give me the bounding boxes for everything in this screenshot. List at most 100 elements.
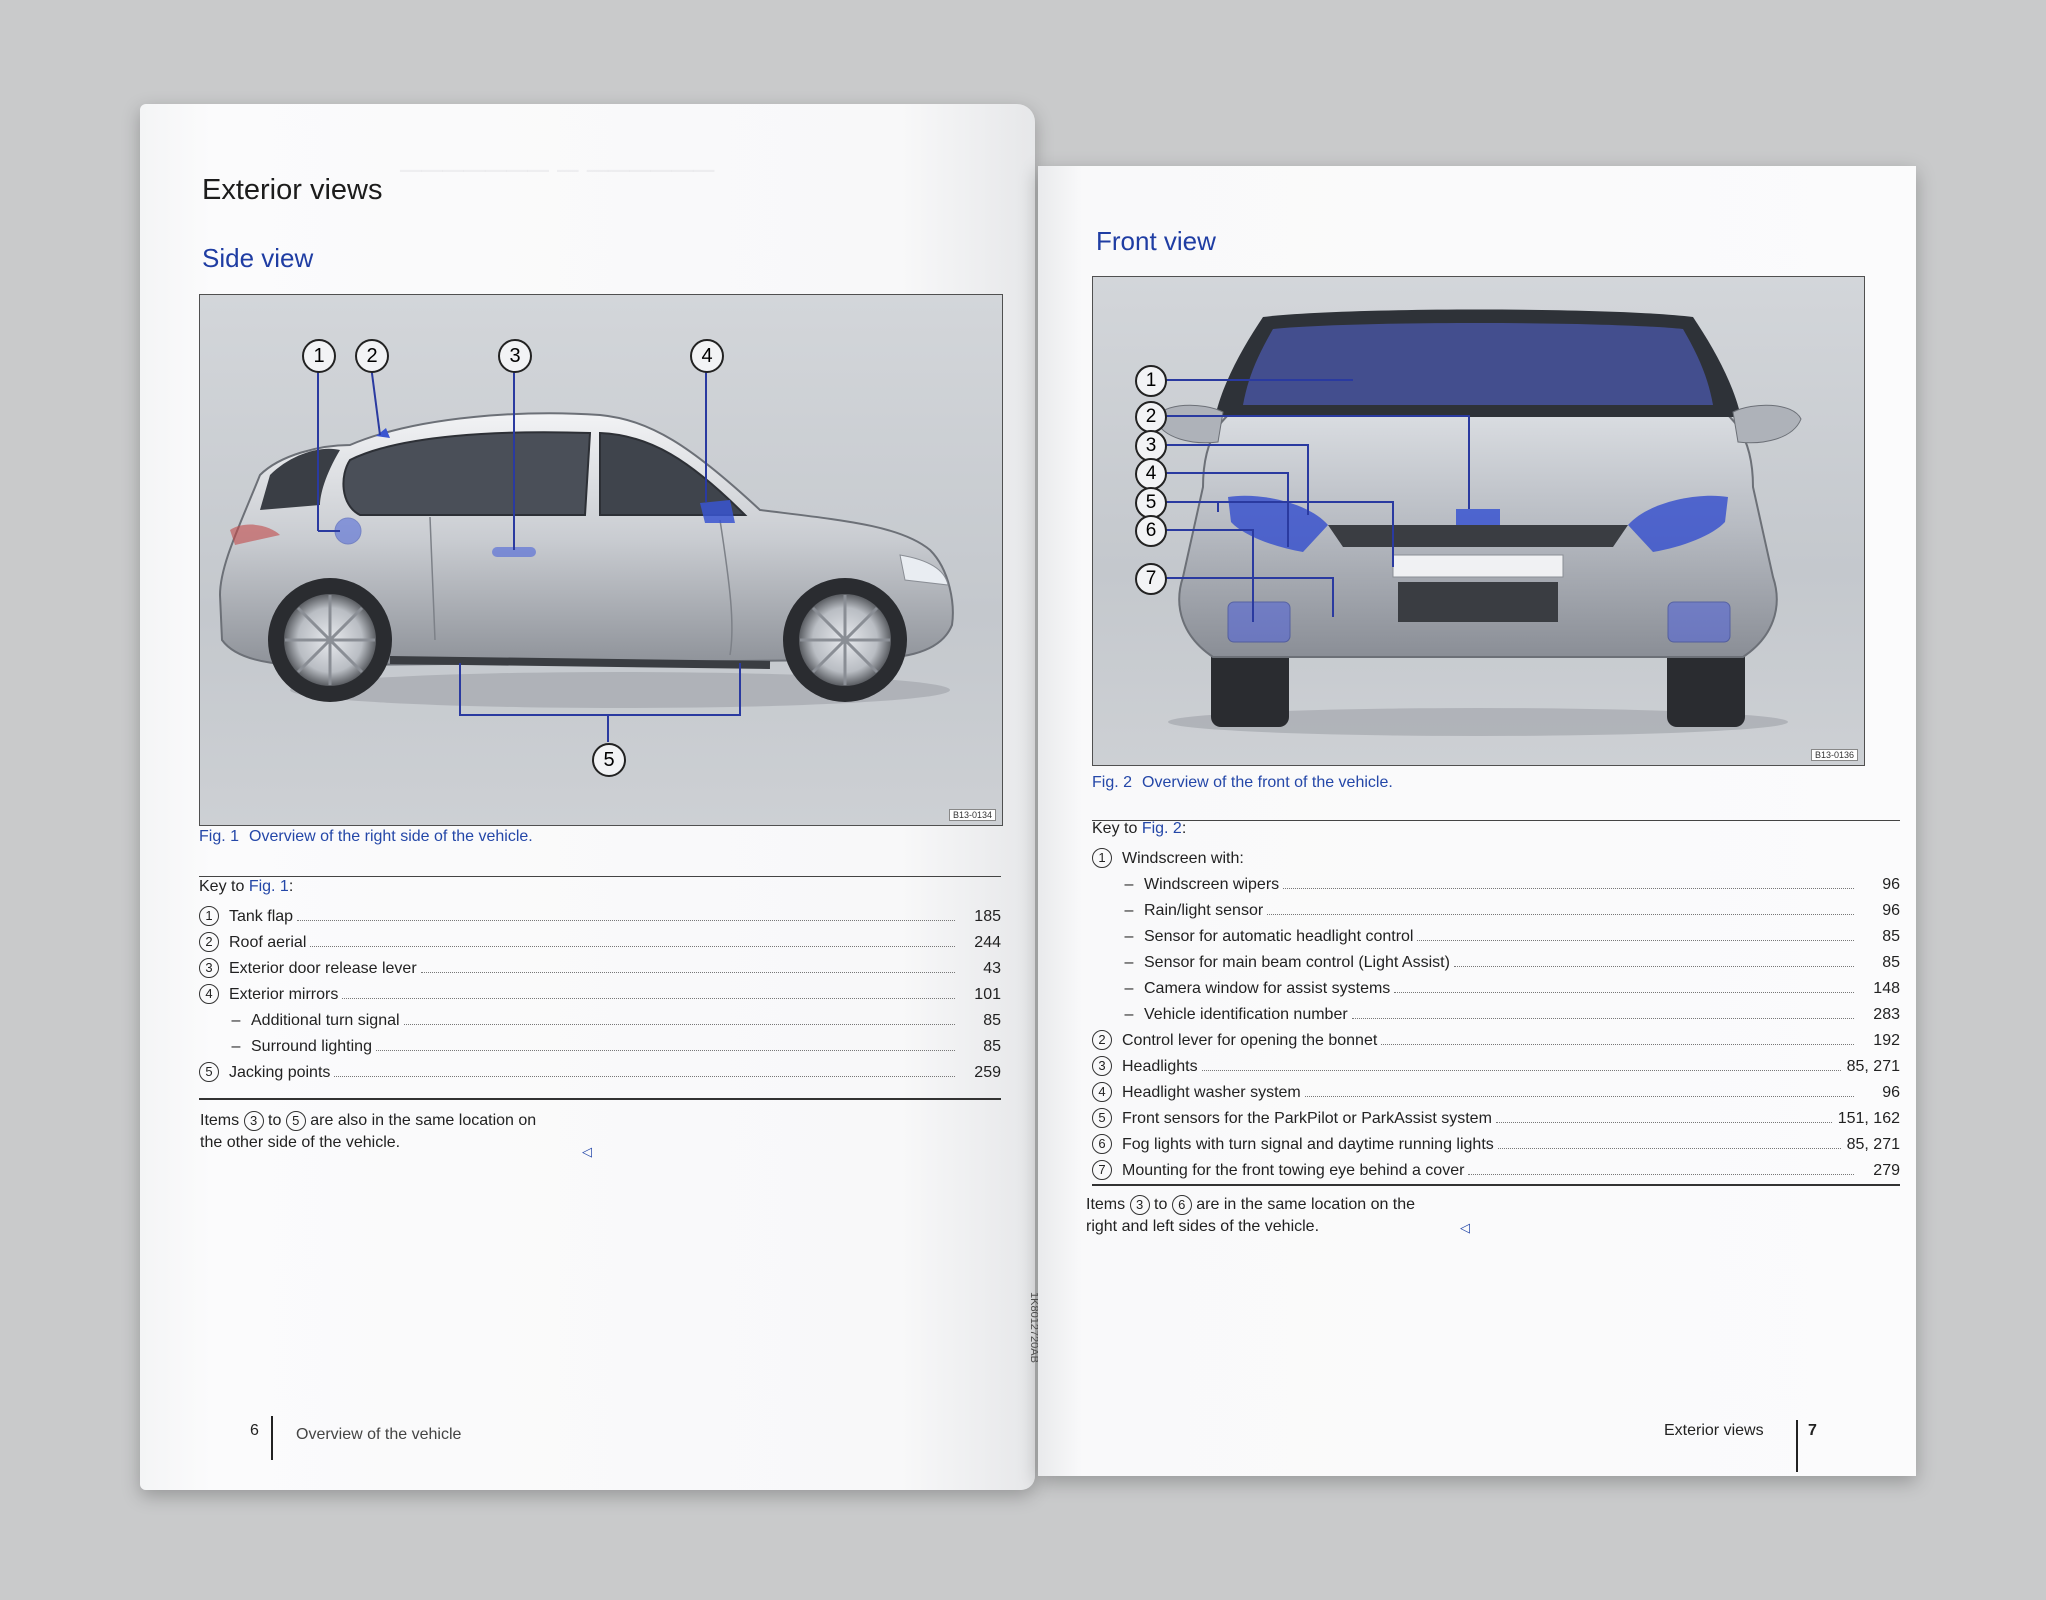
- leader-dots: [1201, 1070, 1841, 1071]
- sub-item-dash: –: [1124, 902, 1134, 919]
- sub-item-dash: –: [1124, 876, 1134, 893]
- key-item-label: Fog lights with turn signal and daytime …: [1122, 1136, 1494, 1153]
- key-ref-link[interactable]: Fig. 2: [1141, 820, 1182, 837]
- key-item-label: Jacking points: [229, 1064, 331, 1081]
- callout-6: 6: [1135, 515, 1167, 547]
- key-item-page[interactable]: 148: [1873, 980, 1900, 997]
- key-item-number: 6: [1092, 1134, 1112, 1154]
- car-side-illustration: [218, 357, 954, 742]
- leader-dots: [297, 920, 955, 921]
- leader-dots: [1468, 1174, 1854, 1175]
- callout-4: 4: [690, 339, 724, 373]
- key-row: –Additional turn signal 85: [199, 1004, 1001, 1030]
- key-row: 1 Windscreen with:: [1092, 842, 1900, 868]
- callout-1: 1: [302, 339, 336, 373]
- key-item-label: Surround lighting: [251, 1038, 372, 1055]
- key-item-page[interactable]: 85: [1882, 928, 1900, 945]
- end-of-section-icon: ◁: [1460, 1220, 1470, 1235]
- key-item-page[interactable]: 259: [974, 1064, 1001, 1081]
- key-item-page[interactable]: 244: [974, 934, 1001, 951]
- key-item-page[interactable]: 96: [1882, 876, 1900, 893]
- sub-item-dash: –: [1124, 954, 1134, 971]
- note-text: are in the same location on the: [1191, 1196, 1416, 1213]
- footer-divider: [271, 1416, 273, 1460]
- note: Items 3 to 6 are in the same location on…: [1086, 1194, 1415, 1238]
- key-item-number: 1: [1092, 848, 1112, 868]
- sub-item-dash: –: [231, 1012, 241, 1029]
- callout-7: 7: [1135, 563, 1167, 595]
- car-front-illustration: [1154, 309, 1802, 736]
- note-text: are also in the same location on: [305, 1112, 537, 1129]
- note-text: Items: [200, 1112, 244, 1129]
- sub-item-dash: –: [1124, 928, 1134, 945]
- end-of-section-icon: ◁: [582, 1144, 592, 1159]
- leader-dots: [1381, 1044, 1854, 1045]
- figure-code: B13-0136: [1810, 749, 1858, 761]
- leader-dots: [1304, 1096, 1854, 1097]
- key-heading: Key to Fig. 2:: [1092, 820, 1186, 838]
- key-item-label: Sensor for main beam control (Light Assi…: [1144, 954, 1450, 971]
- callout-2: 2: [355, 339, 389, 373]
- note: Items 3 to 5 are also in the same locati…: [200, 1110, 536, 1154]
- key-item-label: Headlight washer system: [1122, 1084, 1301, 1101]
- note-circle-num: 6: [1171, 1195, 1192, 1215]
- figure-number: Fig. 1: [199, 828, 240, 845]
- leader-dots: [342, 998, 955, 999]
- figure-caption-text: Overview of the front of the vehicle.: [1142, 774, 1393, 791]
- key-row: 5 Jacking points 259: [199, 1056, 1001, 1082]
- key-row: 2 Roof aerial 244: [199, 926, 1001, 952]
- key-item-page[interactable]: 283: [1873, 1006, 1900, 1023]
- page-title: Exterior views: [202, 174, 383, 206]
- figure-caption-text: Overview of the right side of the vehicl…: [249, 828, 533, 845]
- leader-dots: [1267, 914, 1854, 915]
- key-item-page[interactable]: 85: [983, 1012, 1001, 1029]
- figure-caption: Fig. 1 Overview of the right side of the …: [199, 828, 533, 846]
- key-row: 6 Fog lights with turn signal and daytime…: [1092, 1128, 1900, 1154]
- key-item-page[interactable]: 96: [1882, 1084, 1900, 1101]
- leader-dots: [1417, 940, 1854, 941]
- key-item-page[interactable]: 151, 162: [1837, 1110, 1900, 1127]
- footer-chapter: Overview of the vehicle: [296, 1426, 462, 1443]
- key-item-page[interactable]: 96: [1882, 902, 1900, 919]
- key-heading: Key to Fig. 1:: [199, 878, 293, 896]
- key-item-label: Tank flap: [229, 908, 294, 925]
- key-item-label: Windscreen with:: [1122, 850, 1244, 867]
- key-item-page[interactable]: 85, 271: [1846, 1136, 1900, 1153]
- key-item-page[interactable]: 192: [1873, 1032, 1900, 1049]
- sub-item-dash: –: [1124, 980, 1134, 997]
- key-ref-link[interactable]: Fig. 1: [248, 878, 289, 895]
- key-item-page[interactable]: 101: [974, 986, 1001, 1003]
- key-item-number: 7: [1092, 1160, 1112, 1180]
- key-item-number: 2: [199, 932, 219, 952]
- key-item-page[interactable]: 279: [1873, 1162, 1900, 1179]
- divider: [1092, 820, 1900, 821]
- leader-dots: [1497, 1148, 1841, 1149]
- callout-2: 2: [1135, 401, 1167, 433]
- leader-dots: [403, 1024, 955, 1025]
- key-item-label: Additional turn signal: [251, 1012, 400, 1029]
- key-item-label: Camera window for assist systems: [1144, 980, 1391, 997]
- figure-code: B13-0134: [948, 809, 996, 821]
- key-item-page[interactable]: 85: [983, 1038, 1001, 1055]
- key-item-label: Roof aerial: [229, 934, 307, 951]
- key-item-number: 5: [199, 1062, 219, 1082]
- divider: [199, 1098, 1001, 1100]
- key-item-page[interactable]: 185: [974, 908, 1001, 925]
- key-item-page[interactable]: 85, 271: [1846, 1058, 1900, 1075]
- footer-chapter: Exterior views: [1664, 1422, 1764, 1439]
- key-label: Key to: [199, 878, 249, 895]
- section-heading-side-view: Side view: [202, 243, 314, 273]
- key-item-page[interactable]: 43: [983, 960, 1001, 977]
- key-item-page[interactable]: 85: [1882, 954, 1900, 971]
